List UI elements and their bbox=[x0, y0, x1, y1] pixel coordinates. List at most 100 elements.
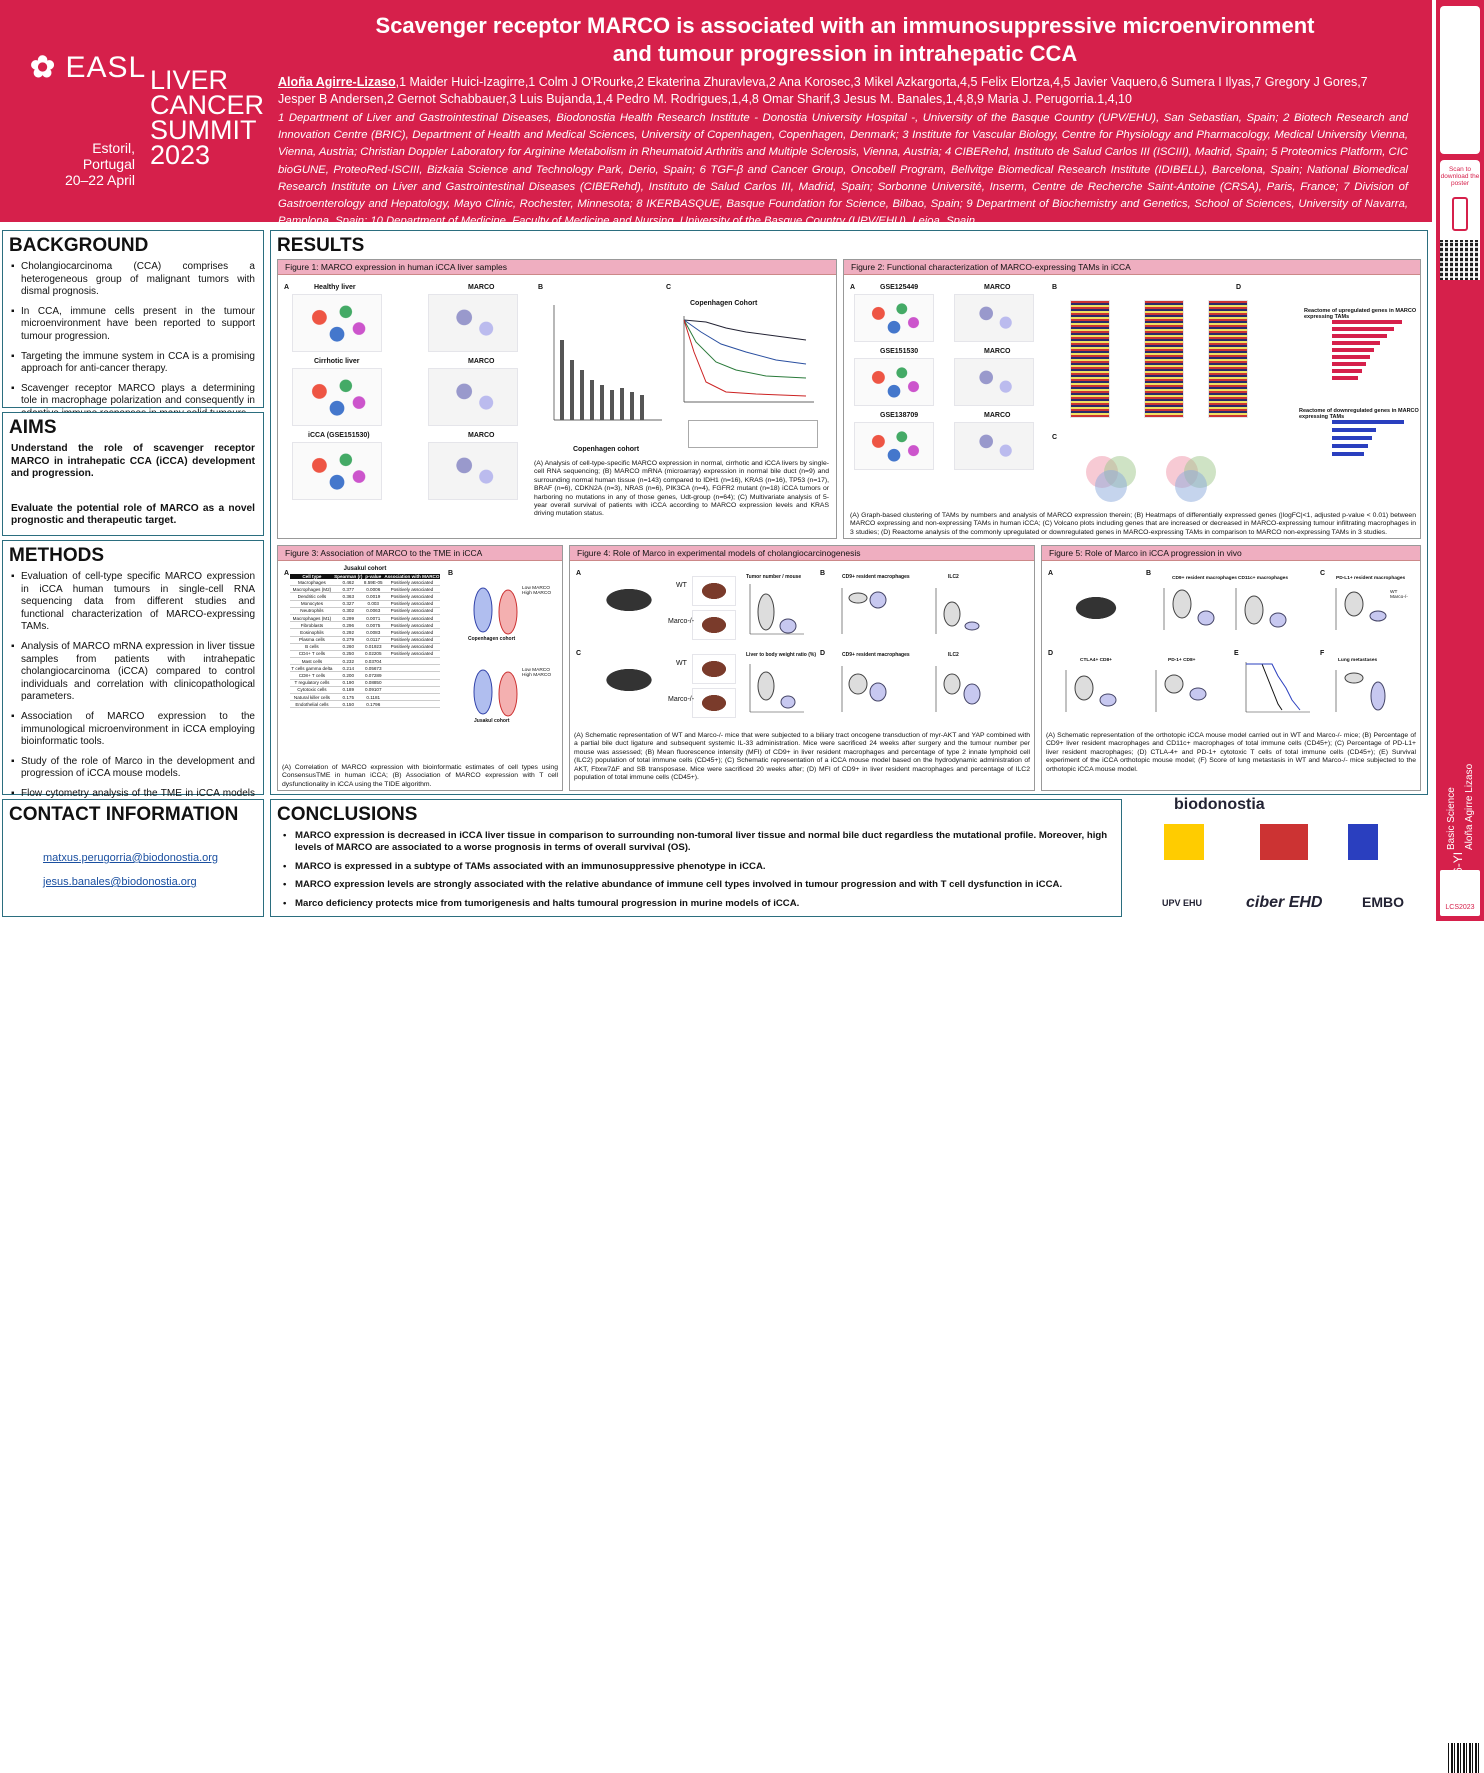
table-cell: 0.08850 bbox=[364, 680, 382, 686]
table-cell: 0.260 bbox=[342, 644, 355, 650]
liver-image-ko-2 bbox=[692, 688, 736, 718]
umap-gse138709 bbox=[854, 422, 934, 470]
table-cell: 0.003 bbox=[367, 601, 379, 607]
reactome-down-title: Reactome of downregulated genes in MARCO… bbox=[1299, 408, 1419, 420]
sidebar-category: Basic Science bbox=[1446, 787, 1457, 850]
table-cell: Dendritic cells bbox=[297, 593, 327, 599]
easl-text: EASL bbox=[65, 51, 147, 84]
easl-wordmark: ✿ EASL bbox=[30, 51, 147, 84]
umap-icca bbox=[292, 442, 382, 500]
table-cell: Positively associated bbox=[390, 586, 434, 592]
method-item: Study of the role of Marco in the develo… bbox=[11, 756, 255, 781]
methods-title: METHODS bbox=[9, 545, 104, 566]
table-cell: Monocytes bbox=[300, 601, 324, 607]
figure-5: Figure 5: Role of Marco in iCCA progress… bbox=[1041, 545, 1421, 791]
email-link-banales[interactable]: jesus.banales@biodonostia.org bbox=[43, 876, 197, 888]
table-cell bbox=[384, 694, 440, 701]
cd11c-violin bbox=[1235, 588, 1287, 630]
conclusions-section: CONCLUSIONS MARCO expression is decrease… bbox=[270, 799, 1122, 917]
table-cell: 0.302 bbox=[342, 608, 355, 614]
table-cell bbox=[384, 679, 440, 686]
legend-top: Low MARCO High MARCO bbox=[522, 586, 551, 596]
panel-label-d: D bbox=[820, 650, 826, 657]
liver-image-ko bbox=[692, 610, 736, 640]
pd1-violin bbox=[1155, 670, 1207, 712]
right-sidebar: Scan to download the poster Basic Scienc… bbox=[1436, 0, 1484, 1773]
wt-label: WT bbox=[676, 660, 687, 667]
figure-5-caption: Figure 5: Role of Marco in iCCA progress… bbox=[1042, 546, 1420, 561]
conclusion-item: MARCO is expressed in a subtype of TAMs … bbox=[283, 861, 1109, 874]
panel-label-b: B bbox=[820, 570, 826, 577]
background-section: BACKGROUND Cholangiocarcinoma (CCA) comp… bbox=[2, 230, 264, 419]
cd9-title: CD9+ resident macrophages bbox=[842, 574, 910, 580]
legend-high: High MARCO bbox=[522, 673, 552, 678]
table-cell: Neutrophils bbox=[300, 608, 324, 614]
figure-1-legend: (A) Analysis of cell-type-specific MARCO… bbox=[534, 460, 829, 518]
figure-5-legend: (A) Schematic representation of the orth… bbox=[1046, 732, 1416, 773]
ilc2-violin bbox=[935, 588, 980, 634]
table-cell: Positively associated bbox=[390, 637, 434, 643]
figure-2-legend: (A) Graph-based clustering of TAMs by nu… bbox=[850, 512, 1416, 536]
title-line-1: Scavenger receptor MARCO is associated w… bbox=[375, 13, 1315, 38]
mouse-schematic bbox=[584, 578, 674, 618]
reactome-down-bars bbox=[1332, 420, 1404, 456]
figure-2: Figure 2: Functional characterization of… bbox=[843, 259, 1421, 539]
logo-word-cancer: CANCER bbox=[150, 90, 265, 120]
liver-weight-title: Liver to body weight ratio (%) bbox=[746, 652, 817, 658]
phone-icon bbox=[1452, 197, 1468, 231]
table-cell: 0.02205 bbox=[364, 651, 382, 657]
cd9-title-2: CD9+ resident macrophages bbox=[842, 652, 910, 658]
upv-ehu-logo: UPV EHU bbox=[1162, 898, 1203, 908]
table-cell: 0.200 bbox=[342, 673, 355, 679]
table-cell: 0.150 bbox=[342, 701, 355, 707]
violin-plots-tide bbox=[473, 587, 518, 717]
table-cell: Macrophages (M2) bbox=[292, 586, 332, 592]
conclusion-item: MARCO expression is decreased in iCCA li… bbox=[283, 830, 1109, 855]
table-cell: CD8+ T cells bbox=[298, 673, 326, 679]
tumor-number-violin bbox=[749, 584, 804, 635]
cd9-resident-title: CD9+ resident macrophages bbox=[1172, 576, 1237, 581]
liver-image-wt-2 bbox=[692, 654, 736, 684]
contact-section: CONTACT INFORMATION matxus.perugorria@bi… bbox=[2, 799, 264, 917]
legend-wt: WT bbox=[1390, 590, 1398, 595]
barcode-box: LCS2023 bbox=[1440, 870, 1480, 1773]
panel-label-c: C bbox=[1320, 570, 1326, 577]
table-cell: Positively associated bbox=[390, 608, 434, 614]
umap-gse125449 bbox=[854, 294, 934, 342]
panel-label-a: A bbox=[576, 570, 582, 577]
table-cell: Positively associated bbox=[390, 629, 434, 635]
table-cell: 0.0063 bbox=[366, 608, 381, 614]
table-cell: T cells gamma delta bbox=[291, 665, 333, 671]
table-cell: Macrophages (M1) bbox=[292, 615, 332, 621]
gse151530-label: GSE151530 bbox=[880, 348, 919, 355]
marco-label: MARCO bbox=[984, 412, 1011, 419]
figure-1: Figure 1: MARCO expression in human iCCA… bbox=[277, 259, 837, 539]
pdl1-title: PD-L1+ resident macrophages bbox=[1336, 576, 1406, 581]
conclusions-title: CONCLUSIONS bbox=[277, 804, 418, 825]
contact-title: CONTACT INFORMATION bbox=[9, 804, 239, 825]
table-cell: 0.363 bbox=[342, 593, 355, 599]
figure-3-legend: (A) Correlation of MARCO expression with… bbox=[282, 764, 558, 788]
legend-low: Low MARCO bbox=[522, 668, 550, 673]
method-item: Evaluation of cell-type specific MARCO e… bbox=[11, 571, 255, 634]
table-cell: 0.01923 bbox=[364, 644, 382, 650]
table-cell bbox=[384, 686, 440, 693]
cd9-violin-2 bbox=[841, 666, 887, 712]
table-cell: 0.0019 bbox=[366, 593, 381, 599]
panel-label-b: B bbox=[1052, 284, 1058, 291]
table-cell: 0.0071 bbox=[366, 615, 381, 621]
copenhagen-cohort-km-title: Copenhagen Cohort bbox=[690, 300, 758, 307]
cd11c-title: CD11c+ macrophages bbox=[1238, 576, 1288, 581]
panel-label-a: A bbox=[850, 284, 856, 291]
table-cell: Fibroblasts bbox=[300, 622, 324, 628]
poster-header: ✿ EASL LIVER CANCER SUMMIT 2023 Estoril,… bbox=[0, 0, 1432, 227]
email-link-perugorria[interactable]: matxus.perugorria@biodonostia.org bbox=[43, 852, 219, 864]
